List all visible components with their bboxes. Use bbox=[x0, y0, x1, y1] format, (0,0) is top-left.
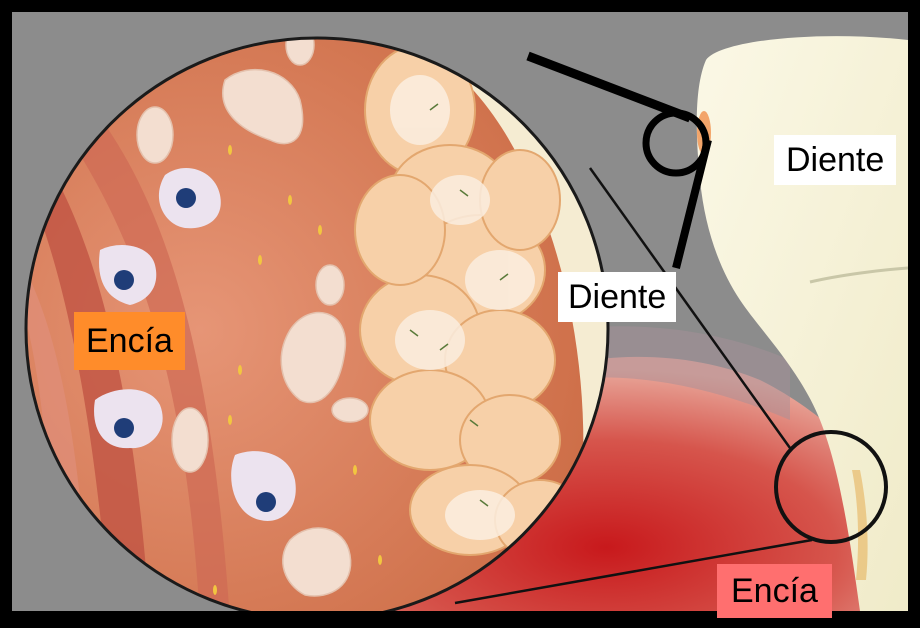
tooth-label-mid: Diente bbox=[558, 272, 676, 322]
gum-label-bottom: Encía bbox=[717, 564, 832, 618]
tooth-label-top: Diente bbox=[774, 135, 896, 185]
gum-label-left: Encía bbox=[74, 312, 185, 370]
